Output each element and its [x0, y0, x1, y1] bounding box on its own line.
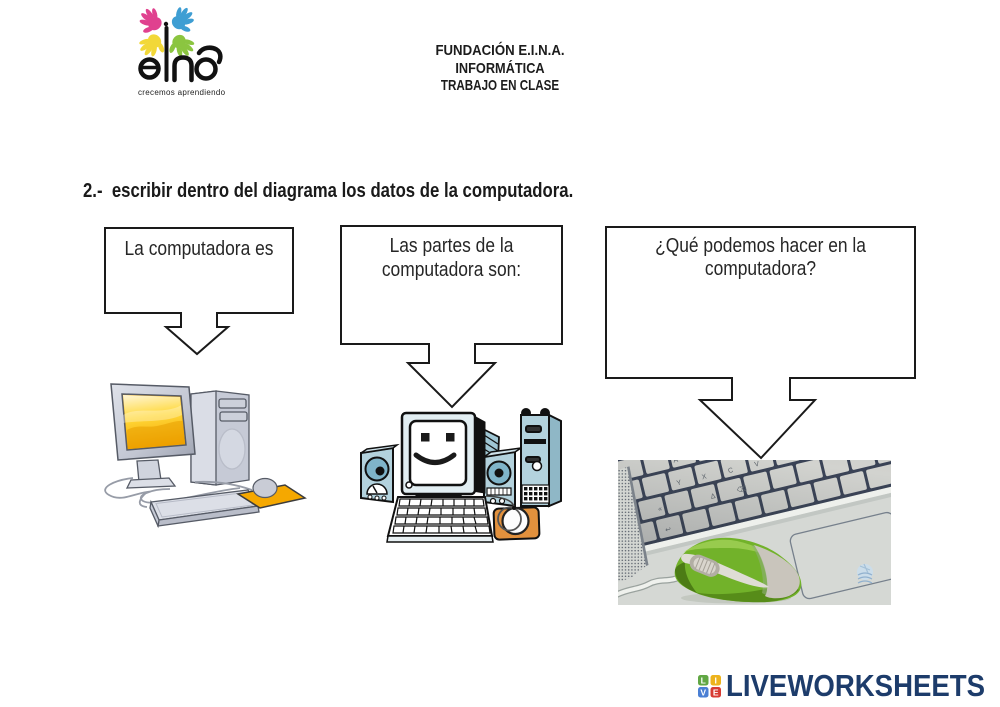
svg-text:L: L — [701, 676, 706, 686]
svg-text:I: I — [715, 676, 717, 686]
svg-text:↩: ↩ — [665, 526, 672, 534]
svg-text:Y: Y — [676, 479, 682, 487]
svg-text:⌫: ⌫ — [736, 484, 748, 494]
svg-text:A: A — [673, 460, 679, 465]
svg-text:V: V — [700, 688, 706, 698]
svg-text:E: E — [713, 688, 719, 698]
svg-text:Δ: Δ — [710, 493, 716, 501]
svg-text:«: « — [658, 506, 664, 514]
svg-text:crecemos aprendiendo: crecemos aprendiendo — [138, 88, 226, 97]
svg-text:X: X — [701, 473, 707, 481]
svg-text:V: V — [754, 461, 760, 469]
svg-text:C: C — [728, 467, 735, 475]
